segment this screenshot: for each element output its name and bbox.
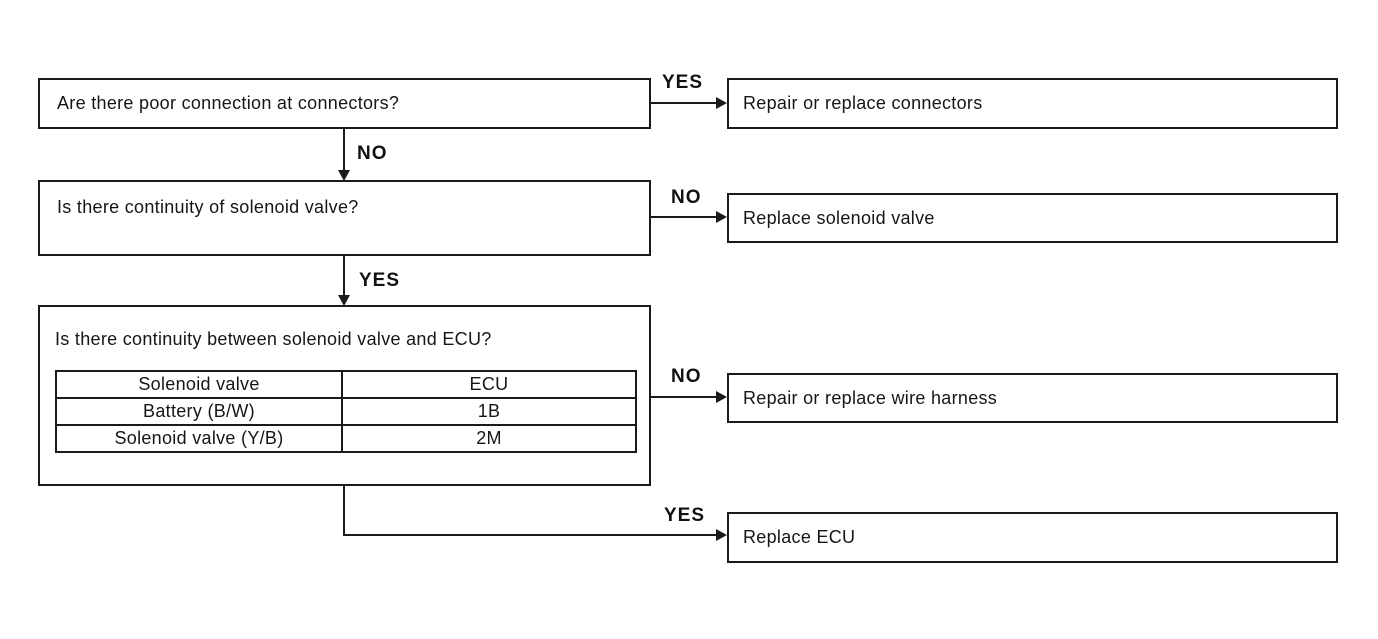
flow-node-question-solenoid-continuity: Is there continuity of solenoid valve? [38,180,651,256]
table-header-row: Solenoid valve ECU [55,370,637,399]
table-cell: 1B [341,397,637,426]
arrowhead-right-icon [716,529,727,541]
connector-q1-yes-line [651,102,718,104]
question-text: Is there continuity of solenoid valve? [57,197,359,217]
connector-q3-no-line [651,396,718,398]
edge-label-yes: YES [359,270,401,291]
arrowhead-down-icon [338,295,350,306]
connector-q1-no-line [343,129,345,171]
table-cell: Battery (B/W) [55,397,343,426]
edge-label-no: NO [671,187,702,208]
arrowhead-right-icon [716,391,727,403]
action-text: Replace ECU [743,527,856,547]
continuity-table: Solenoid valve ECU Battery (B/W) 1B Sole… [55,370,637,453]
flow-node-action-replace-solenoid-valve: Replace solenoid valve [727,193,1338,243]
table-header-ecu: ECU [341,370,637,399]
action-text: Repair or replace wire harness [743,387,998,408]
edge-label-yes: YES [662,72,704,93]
question-text: Is there continuity between solenoid val… [55,329,492,349]
question-text: Are there poor connection at connectors? [57,93,400,113]
arrowhead-down-icon [338,170,350,181]
edge-label-no: NO [357,143,388,164]
table-cell: 2M [341,424,637,453]
table-header-solenoid-valve: Solenoid valve [55,370,343,399]
table-row: Solenoid valve (Y/B) 2M [55,424,637,453]
arrowhead-right-icon [716,97,727,109]
edge-label-yes: YES [664,505,706,526]
flow-node-action-repair-wire-harness: Repair or replace wire harness [727,373,1338,423]
connector-q2-yes-line [343,256,345,296]
connector-q3-yes-line-vertical [343,485,345,536]
flow-node-action-repair-connectors: Repair or replace connectors [727,78,1338,129]
action-text: Repair or replace connectors [743,93,983,113]
connector-q2-no-line [651,216,718,218]
table-cell: Solenoid valve (Y/B) [55,424,343,453]
arrowhead-right-icon [716,211,727,223]
flow-node-action-replace-ecu: Replace ECU [727,512,1338,563]
action-text: Replace solenoid valve [743,207,935,228]
flow-node-question-connectors: Are there poor connection at connectors? [38,78,651,129]
table-row: Battery (B/W) 1B [55,397,637,426]
connector-q3-yes-line-horizontal [343,534,718,536]
edge-label-no: NO [671,366,702,387]
flow-node-question-solenoid-ecu-continuity: Is there continuity between solenoid val… [38,305,651,486]
